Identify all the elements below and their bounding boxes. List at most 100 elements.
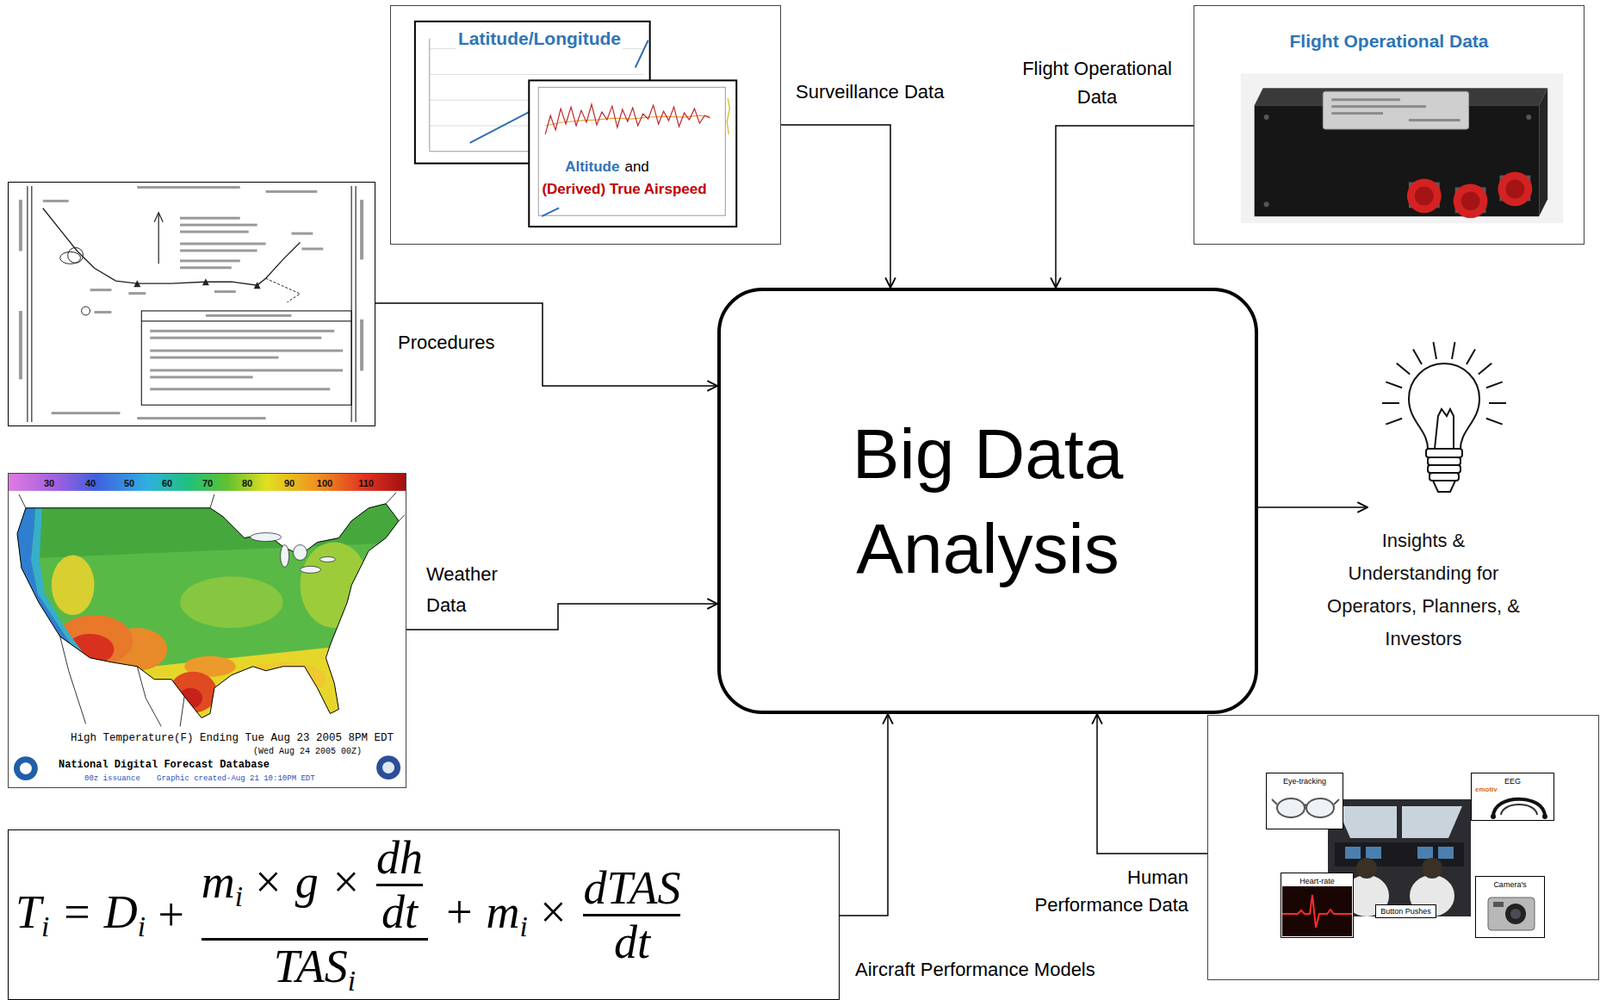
eeg-headset — [1500, 804, 1538, 815]
weather-map — [13, 756, 38, 781]
weather-map — [178, 688, 203, 709]
equation-term: + — [145, 891, 196, 938]
edge-label: Human Performance Data — [1034, 866, 1189, 916]
weather-map — [18, 492, 405, 727]
arrival-procedure-chart — [359, 319, 364, 372]
eeg-headset — [1490, 813, 1496, 819]
heart-rate-trace — [1282, 886, 1352, 937]
eye-tracker-glasses — [1277, 798, 1305, 818]
equation-subscript: i — [347, 964, 356, 997]
connector-arrow — [1097, 713, 1208, 854]
equation-term: + mi× — [434, 888, 578, 942]
chart-caption: (Derived) True Airspeed — [539, 180, 708, 198]
light-bulb — [1413, 349, 1422, 365]
equation-symbol: × — [537, 886, 569, 938]
weather-map — [8, 490, 406, 748]
light-bulb — [1433, 341, 1438, 360]
heart-rate-trace — [1282, 894, 1352, 928]
text-slot: Altitudeand — [502, 158, 712, 176]
light-bulb — [1382, 402, 1400, 404]
cockpit-photo — [1365, 846, 1382, 859]
text-slot: Human Performance Data — [1024, 863, 1189, 919]
arrival-procedure-chart — [141, 310, 352, 405]
procedure-chart — [7, 181, 376, 427]
arrival-procedure-chart — [18, 199, 23, 252]
surveillance-charts — [635, 40, 649, 69]
equation-box: Ti= Di+mi× g ×dhdtTASi+ mi×dTASdt — [7, 829, 840, 1000]
light-bulb — [1382, 341, 1507, 492]
outcome-text: Insights & Understanding for Operators, … — [1320, 524, 1527, 656]
arrival-procedure-chart — [81, 306, 91, 316]
scale-value: 40 — [85, 477, 96, 489]
connector-arrow — [1258, 506, 1368, 509]
arrival-procedure-chart — [154, 212, 163, 223]
arrival-procedure-chart — [158, 213, 160, 265]
arrival-procedure-chart — [205, 314, 292, 317]
action-camera — [1488, 897, 1535, 931]
cockpit-photo — [1417, 846, 1433, 859]
arrival-procedure-chart — [214, 290, 236, 293]
action-camera — [1505, 903, 1526, 925]
analysis-box: Big Data Analysis — [717, 287, 1259, 714]
connector-arrow — [375, 303, 718, 386]
brand-logo: emotiv — [1475, 785, 1498, 794]
recorder-device-photo — [1453, 184, 1489, 219]
equation-symbol: m — [201, 855, 236, 908]
surveillance-charts — [538, 86, 726, 216]
scale-value: 50 — [124, 477, 135, 489]
map-caption: High Temperature(F) Ending Tue Aug 23 20… — [70, 731, 394, 745]
light-bulb — [1478, 363, 1492, 375]
eeg-headset — [1488, 790, 1550, 820]
edge-label: Weather Data — [426, 563, 498, 616]
arrival-procedure-chart — [128, 291, 146, 295]
surveillance-charts — [428, 38, 430, 152]
equation-symbol: + m — [443, 886, 521, 938]
eeg-headset — [1542, 813, 1548, 819]
fraction-bar — [582, 913, 681, 917]
arrival-procedure-chart — [301, 247, 323, 250]
fraction-bar — [376, 883, 423, 887]
cockpit-photo — [1438, 846, 1454, 859]
light-bulb — [1486, 418, 1503, 425]
equation-symbol: dt — [381, 888, 418, 936]
equation-symbol: × g × — [252, 855, 362, 908]
arrival-procedure-chart — [27, 186, 356, 422]
weather-map — [179, 576, 283, 628]
surveillance-charts — [726, 98, 730, 135]
equation-denominator: TASi — [273, 942, 356, 996]
sensor-label: Camera's — [1493, 880, 1526, 889]
connector-arrow — [781, 124, 891, 288]
equation-subscript: i — [41, 910, 50, 943]
arrival-procedure-chart — [266, 190, 318, 193]
recorder-device-photo — [1264, 114, 1270, 120]
map-caption: Graphic created-Aug 21 10:10PM EDT — [156, 774, 316, 783]
connector-arrow — [839, 713, 888, 916]
map-caption: (Wed Aug 24 2005 00Z) — [253, 746, 362, 757]
cockpit-photo — [1421, 857, 1443, 879]
arrival-procedure-chart — [355, 186, 357, 422]
text-slot: 70 — [193, 476, 222, 490]
sensor-box: Camera's — [1475, 875, 1545, 938]
arrival-procedure-chart — [149, 387, 330, 391]
light-bulb — [1488, 402, 1507, 404]
equation-subscript: i — [137, 910, 146, 943]
equation-numerator: dh — [376, 834, 423, 881]
weather-map — [240, 662, 327, 697]
recorder-device-photo — [1240, 73, 1563, 224]
sensor-box: Button Pushes — [1375, 904, 1437, 918]
equation-symbol: dt — [613, 918, 651, 966]
scale-value: 80 — [241, 477, 253, 489]
eye-tracker-glasses — [1271, 799, 1340, 807]
surveillance-charts — [541, 207, 559, 217]
surveillance-charts — [545, 104, 710, 135]
arrival-procedure-chart — [149, 349, 343, 353]
sensor-box: Eye-tracking — [1265, 772, 1344, 830]
arrival-procedure-chart — [43, 208, 301, 286]
sensor-box: EEGemotiv — [1470, 772, 1555, 821]
map-caption: 00z issuance — [84, 774, 141, 783]
chart-caption: and — [620, 158, 651, 175]
chart-title: Latitude/Longitude — [456, 28, 623, 50]
weather-map — [51, 554, 95, 615]
cockpit-photo — [1356, 857, 1377, 879]
